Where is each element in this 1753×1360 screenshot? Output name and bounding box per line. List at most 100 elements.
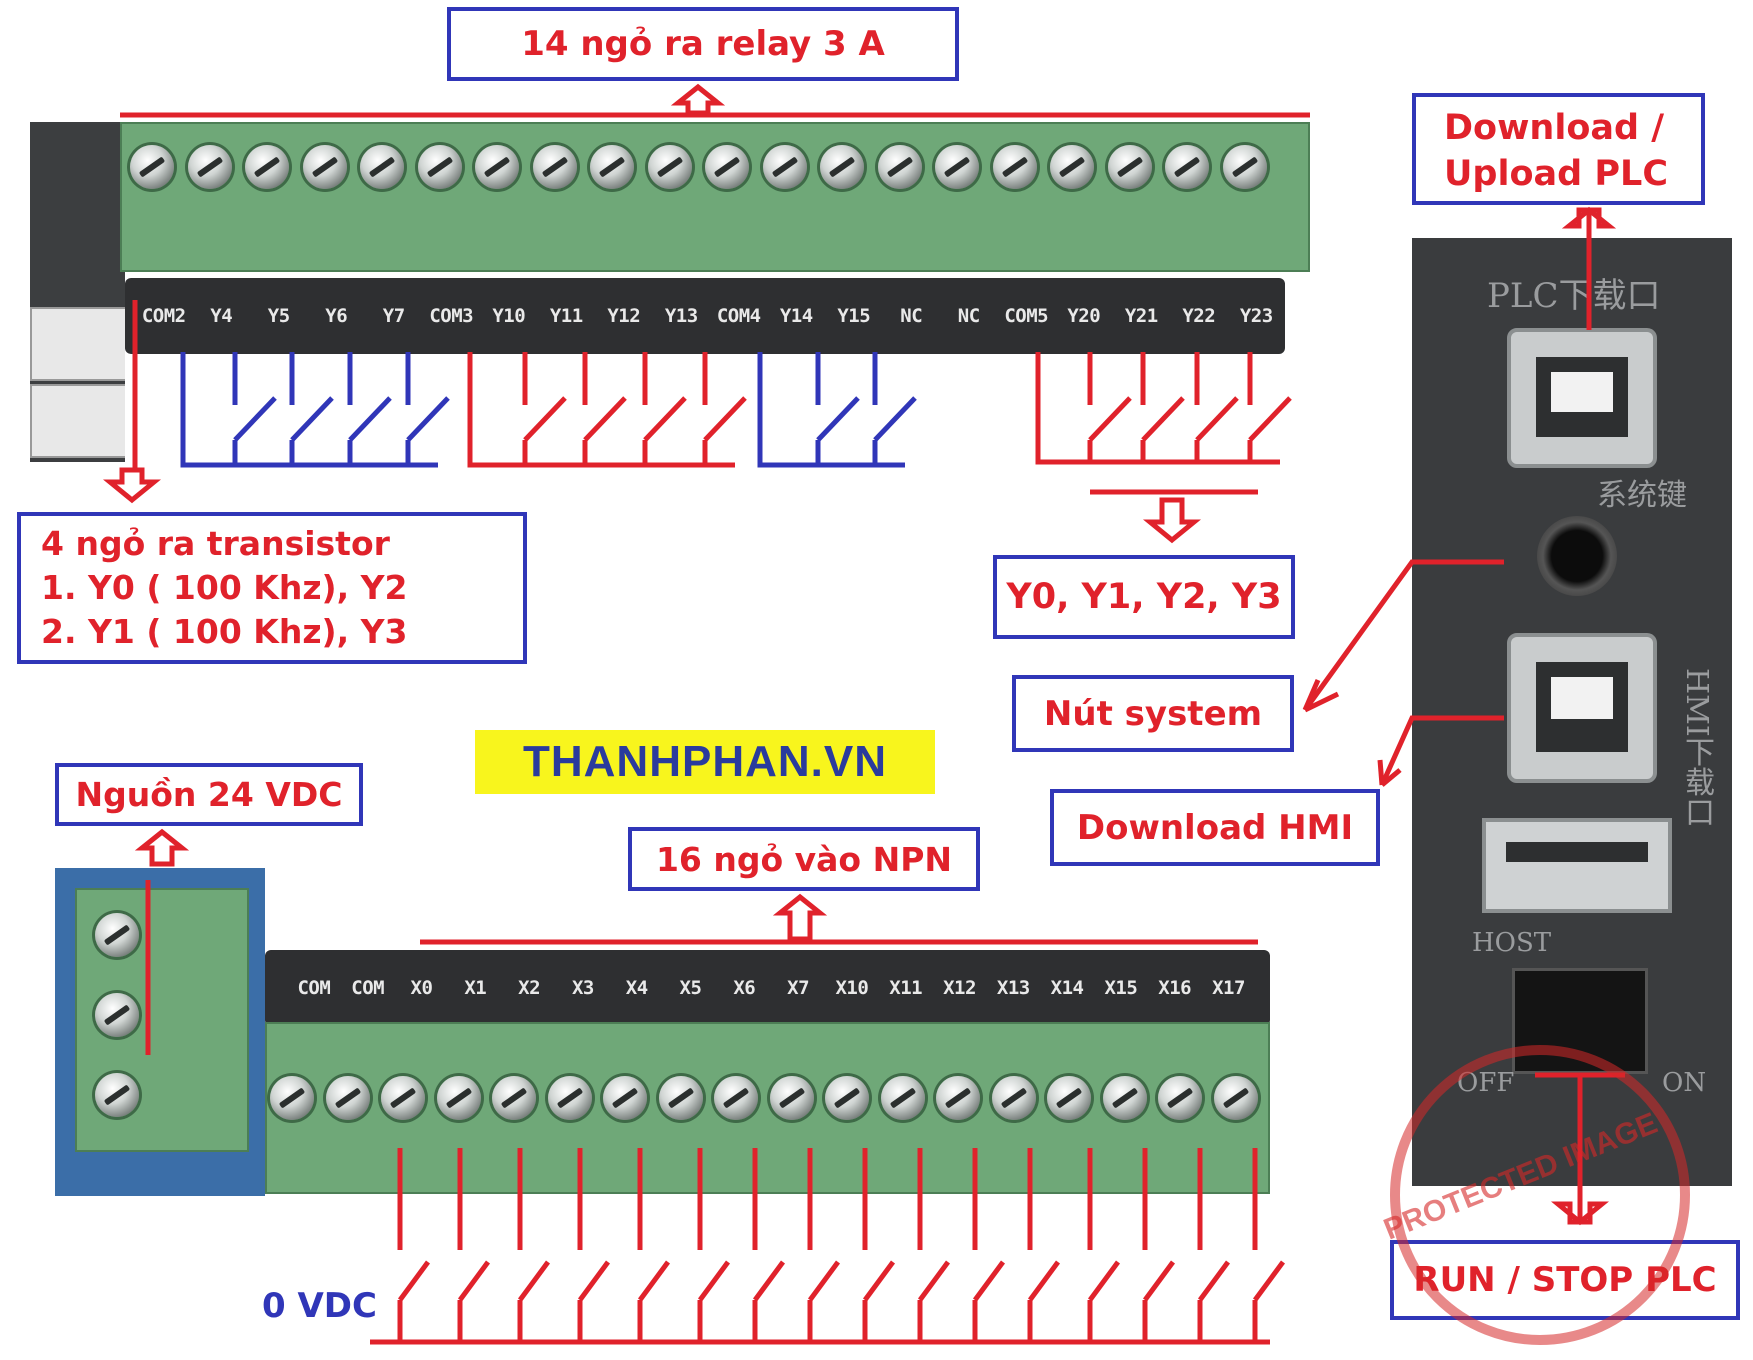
input-terminal-label-12: X12 (943, 977, 976, 999)
output-screw-12 (820, 145, 864, 189)
side-connector-bottom (30, 384, 129, 458)
power-screw-2 (95, 993, 139, 1037)
power-label: Nguồn 24 VDC (55, 763, 363, 826)
output-terminal-label-10: COM4 (716, 305, 761, 327)
output-screw-9 (647, 145, 692, 189)
output-screw-3 (302, 145, 347, 189)
input-terminal-label-9: X7 (787, 977, 810, 999)
wire (816, 396, 860, 442)
wire (757, 352, 905, 468)
wire (1377, 759, 1385, 786)
wire (807, 1260, 841, 1302)
output-screw-11 (762, 145, 807, 189)
hmi-port-marking: HMI下载口 (1679, 668, 1714, 827)
wire (643, 396, 687, 442)
input-terminal-label-3: X1 (464, 977, 487, 999)
input-terminal-label-15: X15 (1104, 977, 1138, 999)
plc-usb-port (1507, 328, 1657, 468)
host-marking: HOST (1472, 928, 1552, 958)
hmi-usb-port (1507, 633, 1657, 783)
output-terminal-label-7: Y11 (549, 305, 583, 327)
input-terminal-label-17: X17 (1212, 977, 1245, 999)
power-screw-3 (95, 1073, 139, 1117)
input-screw-16 (1158, 1076, 1202, 1120)
wire (1035, 352, 1280, 465)
input-screw-0 (270, 1076, 314, 1120)
output-screw-8 (590, 145, 634, 189)
download-plc-label: Download / Upload PLC (1412, 93, 1705, 205)
wire (752, 1260, 786, 1302)
wire (1195, 396, 1239, 442)
wire (1303, 691, 1340, 713)
output-screw-0 (130, 145, 174, 189)
input-screw-9 (769, 1076, 814, 1120)
output-terminal-label-4: Y7 (382, 305, 405, 327)
download-hmi-label: Download HMI (1050, 789, 1380, 866)
transistor-outputs-label: 4 ngỏ ra transistor 1. Y0 ( 100 Khz), Y2… (17, 512, 527, 664)
system-key-marking: 系统键 (1597, 478, 1687, 513)
input-terminal-label-0: COM (297, 977, 331, 999)
input-terminal-label-5: X3 (571, 977, 594, 999)
wire (397, 1260, 431, 1302)
wire (1087, 1260, 1121, 1302)
wire (467, 352, 735, 468)
input-terminal-label-4: X2 (518, 977, 541, 999)
output-screw-16 (1050, 145, 1094, 189)
input-terminal-block (265, 1022, 1270, 1194)
output-terminal-label-16: Y20 (1067, 305, 1101, 327)
output-screw-2 (245, 145, 289, 189)
input-screw-4 (492, 1076, 536, 1120)
output-screw-13 (877, 145, 922, 189)
output-screw-1 (187, 145, 232, 189)
input-screw-6 (603, 1076, 647, 1120)
output-screw-4 (360, 145, 404, 189)
wire (1142, 1260, 1176, 1302)
wire (1380, 768, 1402, 787)
wire (1302, 679, 1321, 711)
wire (523, 396, 567, 442)
input-terminal-label-1: COM (351, 977, 385, 999)
input-screw-12 (936, 1076, 980, 1120)
npn-inputs-label: 16 ngỏ vào NPN (628, 827, 980, 891)
output-terminal-label-11: Y14 (779, 305, 813, 327)
output-screw-5 (417, 145, 462, 189)
wire (348, 396, 392, 442)
wire (180, 352, 438, 468)
block-arrow-up (772, 893, 828, 942)
wire (1302, 559, 1504, 712)
input-terminal-label-7: X5 (679, 977, 702, 999)
input-screw-3 (436, 1076, 481, 1120)
block-arrow-down (102, 467, 162, 504)
system-button[interactable] (1537, 516, 1617, 596)
plc-side-panel: PLC下载口 系统键 HMI下载口 HOST OFF ON (1412, 238, 1732, 1186)
wire (917, 1260, 951, 1302)
wire (1088, 396, 1132, 442)
output-screw-19 (1222, 145, 1267, 189)
input-screw-7 (658, 1076, 703, 1120)
output-terminal-label-13: NC (900, 305, 923, 327)
output-screw-15 (992, 145, 1037, 189)
input-terminal-label-8: X6 (733, 977, 756, 999)
wire (972, 1260, 1006, 1302)
input-terminal-label-16: X16 (1158, 977, 1192, 999)
block-arrow-up (134, 828, 190, 867)
input-screw-2 (381, 1076, 425, 1120)
output-screw-10 (705, 145, 749, 189)
side-connector-top (30, 307, 129, 381)
output-terminal-label-3: Y6 (325, 305, 348, 327)
input-screw-5 (547, 1076, 592, 1120)
wire (1248, 396, 1292, 442)
input-screw-15 (1102, 1076, 1147, 1120)
output-terminal-label-1: Y4 (210, 305, 233, 327)
wire (457, 1260, 491, 1302)
input-screw-14 (1047, 1076, 1091, 1120)
wire (1252, 1260, 1286, 1302)
block-arrow-down (1142, 497, 1202, 544)
fast-outputs-label: Y0, Y1, Y2, Y3 (993, 555, 1295, 639)
output-terminal-label-15: COM5 (1004, 305, 1049, 327)
wire (1141, 396, 1185, 442)
output-terminal-label-2: Y5 (267, 305, 290, 327)
